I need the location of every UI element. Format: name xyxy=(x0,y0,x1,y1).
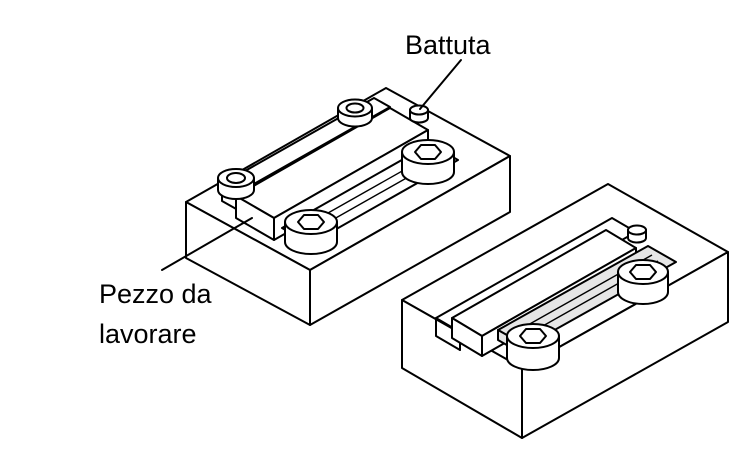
workpiece-label-line1: Pezzo da xyxy=(99,279,213,309)
stop-leader-line xyxy=(419,59,462,110)
left-clamp-assembly xyxy=(185,87,511,326)
right-screw-back-icon xyxy=(617,259,669,305)
left-screw-front-icon xyxy=(284,209,338,255)
workpiece-label-line2: lavorare xyxy=(99,319,197,349)
left-screw-back-icon xyxy=(401,139,455,185)
left-stop-pin-icon xyxy=(409,104,429,124)
right-screw-front-icon xyxy=(506,323,560,371)
right-clamp-assembly xyxy=(401,183,729,439)
right-stop-pin-icon xyxy=(627,224,647,244)
left-washer-back xyxy=(337,98,373,128)
stop-label: Battuta xyxy=(405,30,492,60)
left-washer-front xyxy=(217,168,255,200)
workpiece-leader-line xyxy=(161,217,253,271)
